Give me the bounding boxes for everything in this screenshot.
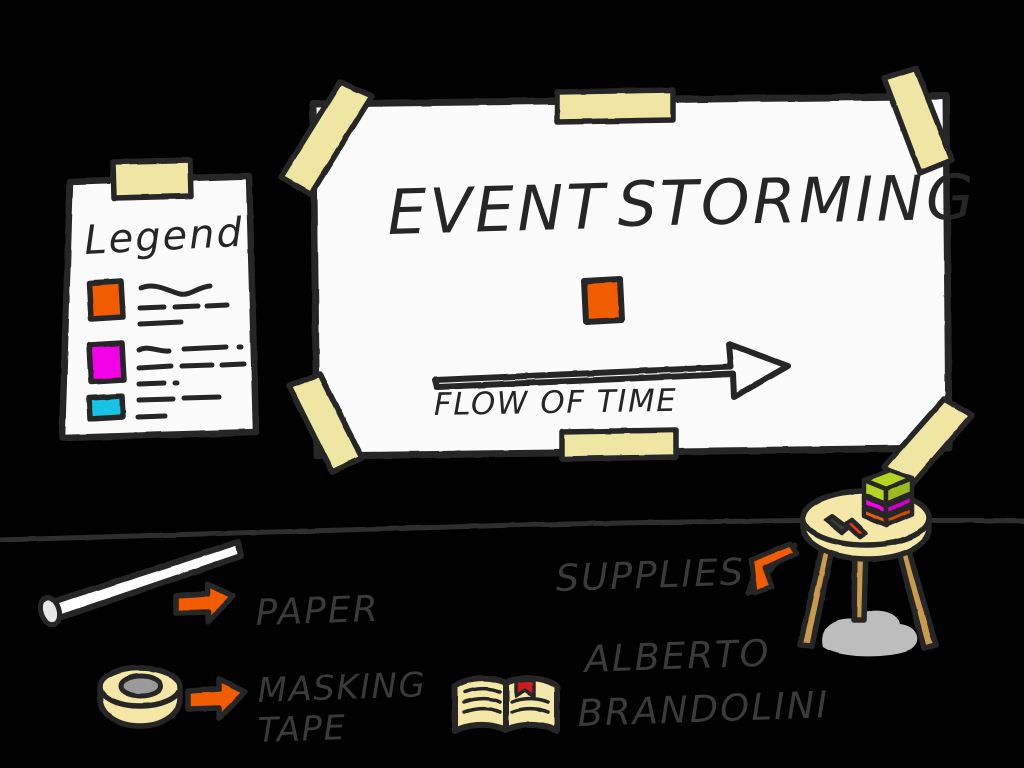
flow-of-time-arrow xyxy=(432,341,791,400)
tape-top-center xyxy=(554,87,676,125)
sticky-note-stack[interactable] xyxy=(861,467,915,528)
author-last-name: BRANDOLINI xyxy=(577,683,830,735)
author-first-name: ALBERTO xyxy=(582,632,772,682)
flipchart-board[interactable]: EVENT STORMING FLOW OF TIME xyxy=(278,65,978,488)
legend-heading: Legend xyxy=(83,210,245,264)
stool-shadow xyxy=(822,610,918,657)
legend-text-lines-cyan xyxy=(135,394,222,420)
tape-roll-hole xyxy=(118,673,164,699)
supplies-arrow-icon xyxy=(745,541,800,596)
marker-red-icon xyxy=(843,517,869,540)
board-sticky-note[interactable] xyxy=(581,276,625,325)
masking-tape-label-line2: TAPE xyxy=(257,708,347,751)
tape-top-right xyxy=(881,65,955,176)
flow-of-time-label: FLOW OF TIME xyxy=(434,383,678,423)
legend-row-magenta[interactable] xyxy=(86,340,247,387)
legend-swatch-orange xyxy=(86,278,126,322)
masking-tape-arrow-icon xyxy=(185,676,248,721)
open-book-icon xyxy=(452,675,560,734)
legend-swatch-magenta xyxy=(86,340,127,385)
legend-text-lines-magenta xyxy=(136,344,247,387)
legend-tape xyxy=(110,157,194,201)
paper-roll[interactable] xyxy=(37,539,244,628)
tape-top-left xyxy=(278,79,375,197)
legend-text-lines-orange xyxy=(137,283,230,327)
legend-row-cyan[interactable] xyxy=(86,393,222,422)
supplies-stool[interactable] xyxy=(797,467,939,657)
masking-tape-label-line1: MASKING xyxy=(257,665,427,711)
paper-roll-end xyxy=(37,594,63,628)
legend-row-orange[interactable] xyxy=(86,278,230,327)
stool-markers[interactable] xyxy=(823,513,869,540)
legend-sheet[interactable]: Legend xyxy=(58,157,260,442)
masking-tape-roll[interactable] xyxy=(97,665,183,729)
supplies-label: SUPPLIES xyxy=(555,550,746,600)
paper-label: PAPER xyxy=(255,589,380,634)
legend-swatch-cyan xyxy=(86,393,126,422)
tape-bottom-center xyxy=(559,427,679,462)
tape-bottom-left xyxy=(286,371,365,475)
board-title-part-1: EVENT xyxy=(386,170,609,249)
paper-arrow-icon xyxy=(173,581,236,625)
